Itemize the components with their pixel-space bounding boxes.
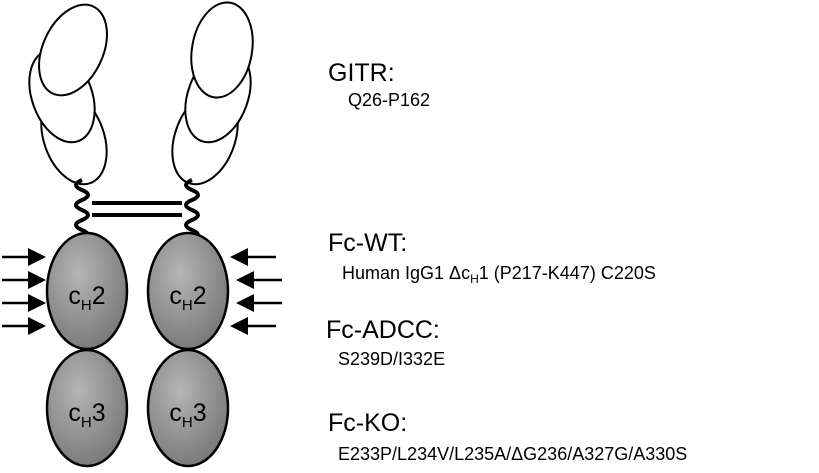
ch3-domain-left (45, 348, 129, 468)
arrow-right-icon (2, 271, 46, 289)
hinge-coil-left (74, 178, 90, 242)
fc-wt-detail-subscript: H (470, 272, 479, 286)
gitr-oval-right-3 (190, 1, 254, 99)
gitr-oval-left-3 (38, 3, 108, 97)
gitr-heading: GITR: (328, 59, 395, 87)
arrow-right-icon (2, 248, 46, 266)
fc-adcc-detail: S239D/I332E (338, 349, 446, 369)
arrow-left-icon (236, 271, 282, 289)
fc-ko-heading: Fc-KO: (328, 409, 408, 437)
ch2-domain-left (45, 231, 129, 351)
gitr-domain-right (171, 1, 254, 186)
fc-ko-detail: E233P/L234V/L235A/ΔG236/A327G/A330S (338, 444, 688, 464)
fc-wt-detail-suffix: 1 (P217-K447) C220S (478, 263, 656, 283)
arrow-right-icon (2, 294, 46, 312)
disulfide-bonds (92, 201, 182, 217)
ch3-domain-right (146, 348, 230, 468)
fc-wt-detail: Human IgG1 ΔcH1 (P217-K447) C220S (342, 262, 656, 290)
gitr-domain-left (28, 3, 108, 186)
ch2-label-right: cH2 (169, 282, 206, 314)
fc-wt-detail-prefix: Human IgG1 Δc (342, 263, 471, 283)
fc-wt-heading: Fc-WT: (328, 229, 408, 257)
gitr-detail: Q26-P162 (348, 90, 431, 110)
ch3-label-right: cH3 (169, 399, 206, 431)
ch3-label-left: cH3 (68, 399, 105, 431)
fc-adcc-heading: Fc-ADCC: (326, 316, 440, 344)
arrow-left-icon (236, 294, 282, 312)
arrow-left-icon (230, 317, 276, 335)
ch2-label-left: cH2 (68, 282, 105, 314)
fc-fusion-diagram: cH2 cH2 cH3 cH3 (2, 1, 282, 468)
ch2-domain-right (146, 231, 230, 351)
hinge-coil-right (184, 178, 200, 242)
arrow-left-icon (230, 248, 276, 266)
arrow-right-icon (2, 317, 46, 335)
